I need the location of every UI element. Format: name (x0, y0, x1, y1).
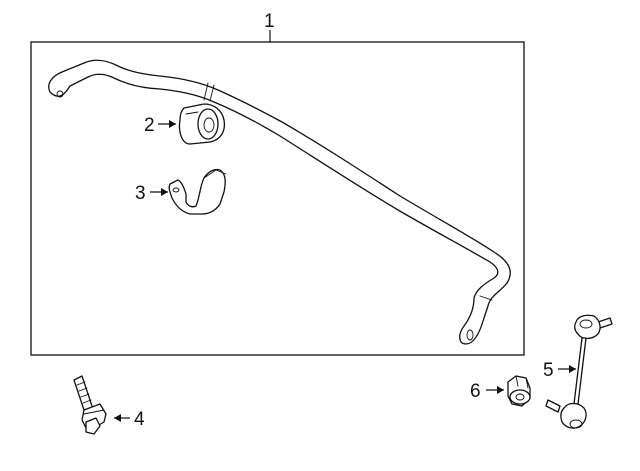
bar-end-hole-right (466, 329, 474, 341)
callout-1-label: 1 (264, 11, 275, 32)
nut-flats (515, 375, 529, 389)
bushing-slit (185, 111, 199, 115)
callout-2-arrowhead (169, 120, 176, 128)
stabilizer-bar[interactable] (48, 59, 511, 345)
bolt-flange-line (83, 409, 105, 415)
bar-bend-mark-2 (209, 84, 215, 102)
callout-3-label: 3 (135, 183, 146, 204)
callout-1[interactable]: 1 (264, 11, 275, 42)
callout-6[interactable]: 6 (470, 381, 504, 402)
callout-3[interactable]: 3 (135, 183, 168, 204)
callout-5-arrowhead (569, 365, 576, 373)
stabilizer-bushing[interactable] (178, 103, 226, 145)
bushing-bracket[interactable] (168, 168, 227, 215)
link-lower-joint (560, 402, 587, 429)
bar-bend-mark-1 (203, 82, 209, 101)
link-upper-joint (574, 314, 601, 340)
bracket-top-edge (203, 169, 227, 179)
callout-6-label: 6 (470, 381, 481, 402)
callout-2[interactable]: 2 (144, 115, 176, 136)
callout-4[interactable]: 4 (114, 409, 145, 430)
bar-bend-mark-3 (479, 295, 493, 301)
callout-2-label: 2 (144, 115, 155, 136)
link-rod (573, 337, 587, 405)
flange-bolt[interactable] (73, 375, 107, 435)
callout-5[interactable]: 5 (543, 360, 576, 381)
stabilizer-link[interactable] (545, 314, 613, 429)
bolt-threads (76, 381, 92, 404)
callout-4-arrowhead (114, 414, 121, 422)
hex-nut[interactable] (507, 375, 531, 407)
bar-end-hole-left (56, 90, 64, 98)
callout-5-label: 5 (543, 360, 554, 381)
callout-3-arrowhead (161, 188, 168, 196)
callout-4-label: 4 (134, 409, 145, 430)
link-lower-stud (545, 399, 561, 413)
assembly-frame (30, 41, 525, 356)
callout-6-arrowhead (497, 386, 504, 394)
bracket-bolt-hole (172, 187, 180, 193)
